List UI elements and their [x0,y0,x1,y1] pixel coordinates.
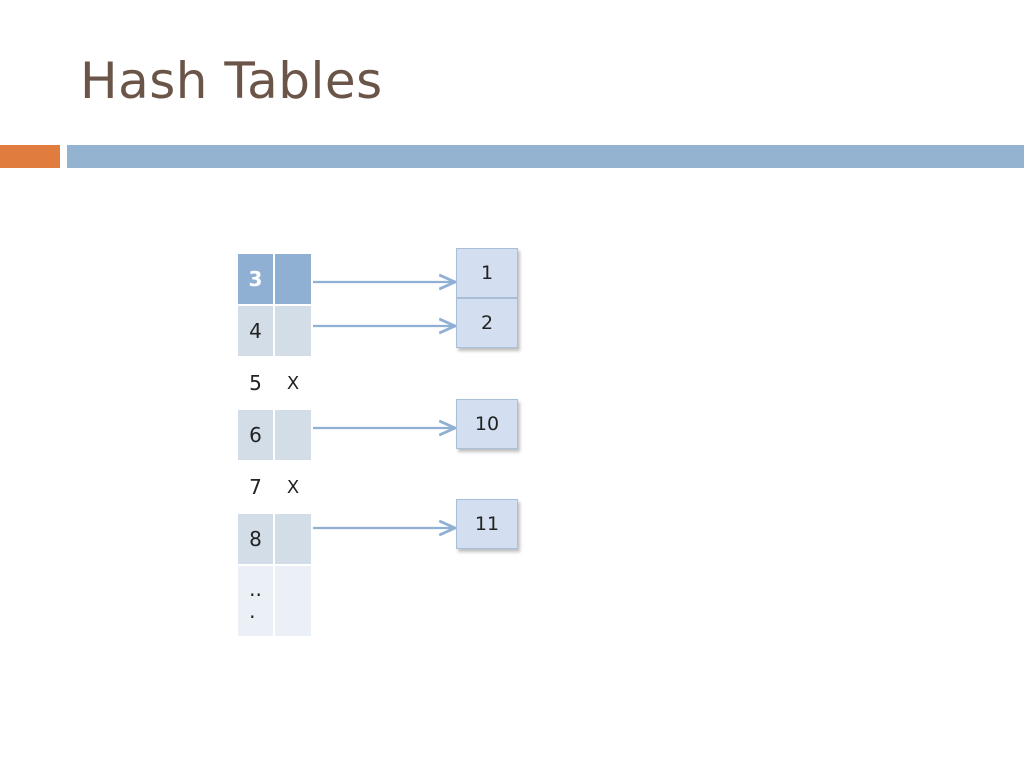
chain-node: 1 [456,248,518,298]
chain-node: 2 [456,298,518,348]
chain-node: 10 [456,399,518,449]
row-key: 7 [238,462,273,512]
row-value [275,254,311,304]
row-value: X [275,462,311,512]
row-key: 8 [238,514,273,564]
row-value [275,566,311,636]
row-value [275,410,311,460]
slide-title: Hash Tables [80,52,383,110]
row-key: 3 [238,254,273,304]
row-key: 4 [238,306,273,356]
row-value [275,514,311,564]
row-key: .. . [238,566,273,636]
row-key: 6 [238,410,273,460]
chain-node: 11 [456,499,518,549]
header-bar [67,145,1024,168]
row-value: X [275,358,311,408]
row-key: 5 [238,358,273,408]
row-value [275,306,311,356]
accent-bar [0,145,60,168]
